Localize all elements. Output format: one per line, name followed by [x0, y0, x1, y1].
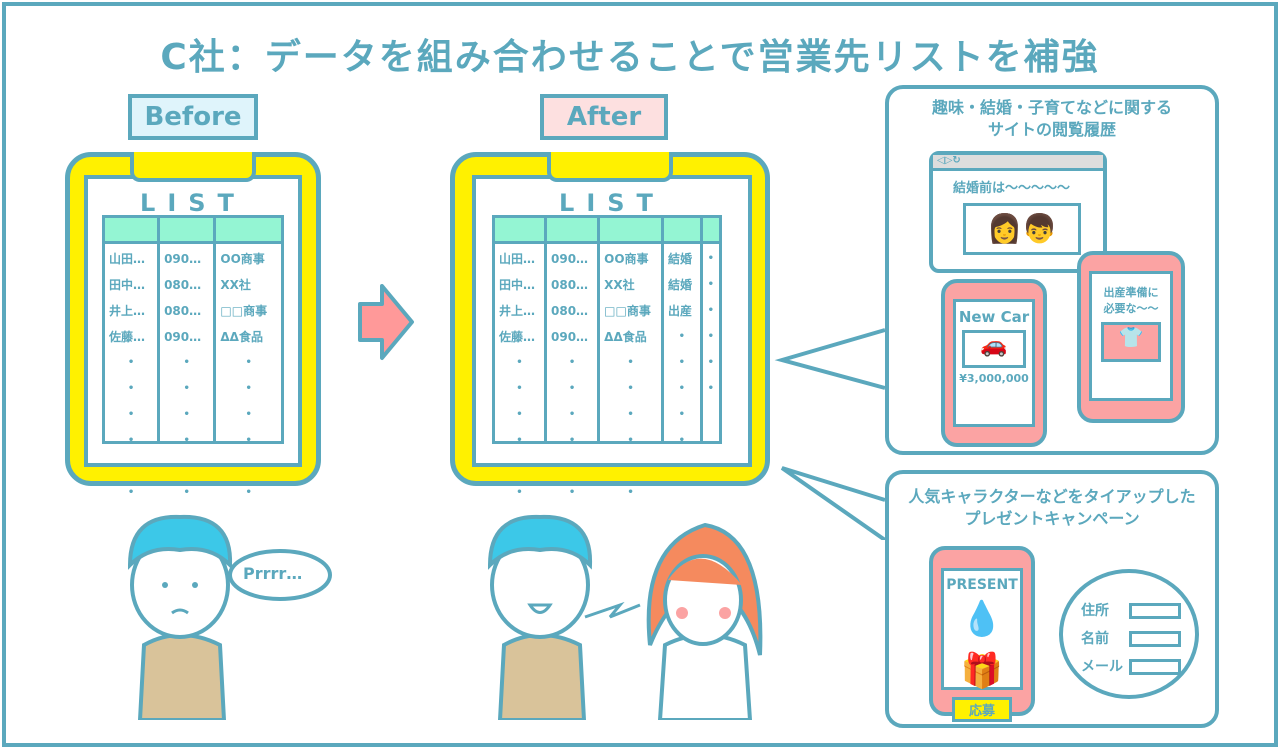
- form-field-input[interactable]: [1129, 659, 1181, 675]
- table-cell: OO商事: [604, 252, 649, 266]
- table-cell: 080…: [164, 304, 202, 318]
- table-cell: □□商事: [604, 304, 651, 318]
- panel-title: 趣味・結婚・子育てなどに関する: [931, 98, 1172, 117]
- table-cell: 田中…: [109, 278, 146, 292]
- table-header-cell: [157, 215, 217, 244]
- car-icon: 🚗: [962, 330, 1026, 368]
- mascot-gift-icon: 💧🎁: [960, 599, 1004, 691]
- form-speech-bubble: 住所名前メール: [1059, 569, 1199, 699]
- table-cell: 佐藤…: [109, 330, 146, 344]
- table-column: ••••••: [699, 241, 723, 444]
- form-field-label: 住所: [1081, 603, 1109, 619]
- form-field-row: 住所: [1081, 597, 1195, 625]
- before-label: Before: [128, 94, 258, 140]
- table-cell: 090…: [164, 252, 202, 266]
- table-cell: 出産: [667, 304, 692, 318]
- table-column: 090…080…080…090…••••••: [543, 241, 601, 498]
- form-field-input[interactable]: [1129, 631, 1181, 647]
- car-title: New Car: [958, 308, 1030, 326]
- before-table: 山田…田中…井上…佐藤…••••••090…080…080…090…••••••…: [101, 215, 284, 498]
- table-header-cell: [101, 215, 161, 244]
- panel-subtitle: プレゼントキャンペーン: [964, 509, 1140, 528]
- callout-tails: [774, 328, 887, 540]
- table-cell: 田中…: [499, 278, 536, 292]
- salesman-before: [127, 514, 332, 720]
- table-header-cell: [543, 215, 601, 244]
- form-field-row: 名前: [1081, 625, 1195, 653]
- browser-toolbar-icon: ◁▷↻: [933, 155, 1103, 171]
- form-field-input[interactable]: [1129, 603, 1181, 619]
- table-column: 結婚結婚出産••••••: [660, 241, 703, 472]
- car-phone: New Car 🚗 ¥3,000,000: [941, 279, 1047, 447]
- apply-button[interactable]: 応募: [952, 697, 1012, 722]
- panel-title: 人気キャラクターなどをタイアップした: [908, 487, 1196, 506]
- table-column: 山田…田中…井上…佐藤…••••••: [101, 241, 161, 498]
- table-cell: 080…: [551, 278, 589, 292]
- baby-text: 出産準備に: [1103, 286, 1159, 299]
- table-header-cell: [492, 215, 547, 244]
- page-title: C社：データを組み合わせることで営業先リストを補強: [160, 37, 1100, 78]
- car-price: ¥3,000,000: [959, 372, 1029, 385]
- browsing-history-panel: 趣味・結婚・子育てなどに関する サイトの閲覧履歴 ◁▷↻ 結婚前は〜〜〜〜〜 👩…: [885, 85, 1219, 455]
- list-title: LIST: [140, 189, 246, 217]
- table-cell: 090…: [164, 330, 202, 344]
- panel-subtitle: サイトの閲覧履歴: [987, 120, 1116, 139]
- table-cell: ΔΔ食品: [220, 330, 263, 344]
- table-cell: ΔΔ食品: [604, 330, 647, 344]
- list-title: LIST: [559, 189, 665, 217]
- table-cell: XX社: [220, 278, 251, 292]
- table-cell: 結婚: [667, 252, 692, 266]
- table-column: 山田…田中…井上…佐藤…••••••: [492, 241, 547, 498]
- after-label: After: [540, 94, 668, 140]
- baby-text: 必要な〜〜: [1103, 302, 1159, 315]
- table-header-cell: [597, 215, 664, 244]
- table-cell: 090…: [551, 252, 589, 266]
- table-cell: 080…: [164, 278, 202, 292]
- couple-image: 👩👦: [963, 203, 1081, 255]
- table-cell: 山田…: [109, 252, 146, 266]
- table-cell: 090…: [551, 330, 589, 344]
- after-table: 山田…田中…井上…佐藤…••••••090…080…080…090…••••••…: [492, 215, 723, 498]
- baby-phone: 出産準備に 必要な〜〜 👕: [1077, 251, 1185, 423]
- form-field-label: 名前: [1081, 631, 1109, 647]
- form-field-row: メール: [1081, 653, 1195, 681]
- table-cell: XX社: [604, 278, 635, 292]
- browser-window: ◁▷↻ 結婚前は〜〜〜〜〜 👩👦: [929, 151, 1107, 273]
- form-field-label: メール: [1081, 659, 1123, 675]
- table-cell: 山田…: [499, 252, 536, 266]
- table-cell: 佐藤…: [499, 330, 536, 344]
- table-cell: 井上…: [499, 304, 536, 318]
- campaign-panel: 人気キャラクターなどをタイアップした プレゼントキャンペーン PRESENT 💧…: [885, 470, 1219, 728]
- table-header-cell: [660, 215, 703, 244]
- table-column: 090…080…080…090…••••••: [157, 241, 217, 498]
- table-cell: 結婚: [667, 278, 692, 292]
- table-header-cell: [213, 215, 284, 244]
- table-cell: OO商事: [220, 252, 265, 266]
- table-header-cell: [699, 215, 723, 244]
- phone-ring-speech: Prrrr…: [243, 564, 303, 583]
- present-title: PRESENT: [946, 577, 1018, 593]
- present-phone: PRESENT 💧🎁 応募: [929, 546, 1035, 722]
- browser-text: 結婚前は〜〜〜〜〜: [953, 181, 1071, 196]
- baby-clothes-icon: 👕: [1101, 322, 1161, 362]
- arrow-right-icon: [358, 284, 414, 360]
- table-cell: □□商事: [220, 304, 268, 318]
- table-cell: 井上…: [109, 304, 146, 318]
- table-cell: 080…: [551, 304, 589, 318]
- salesman-and-customer: [487, 514, 763, 720]
